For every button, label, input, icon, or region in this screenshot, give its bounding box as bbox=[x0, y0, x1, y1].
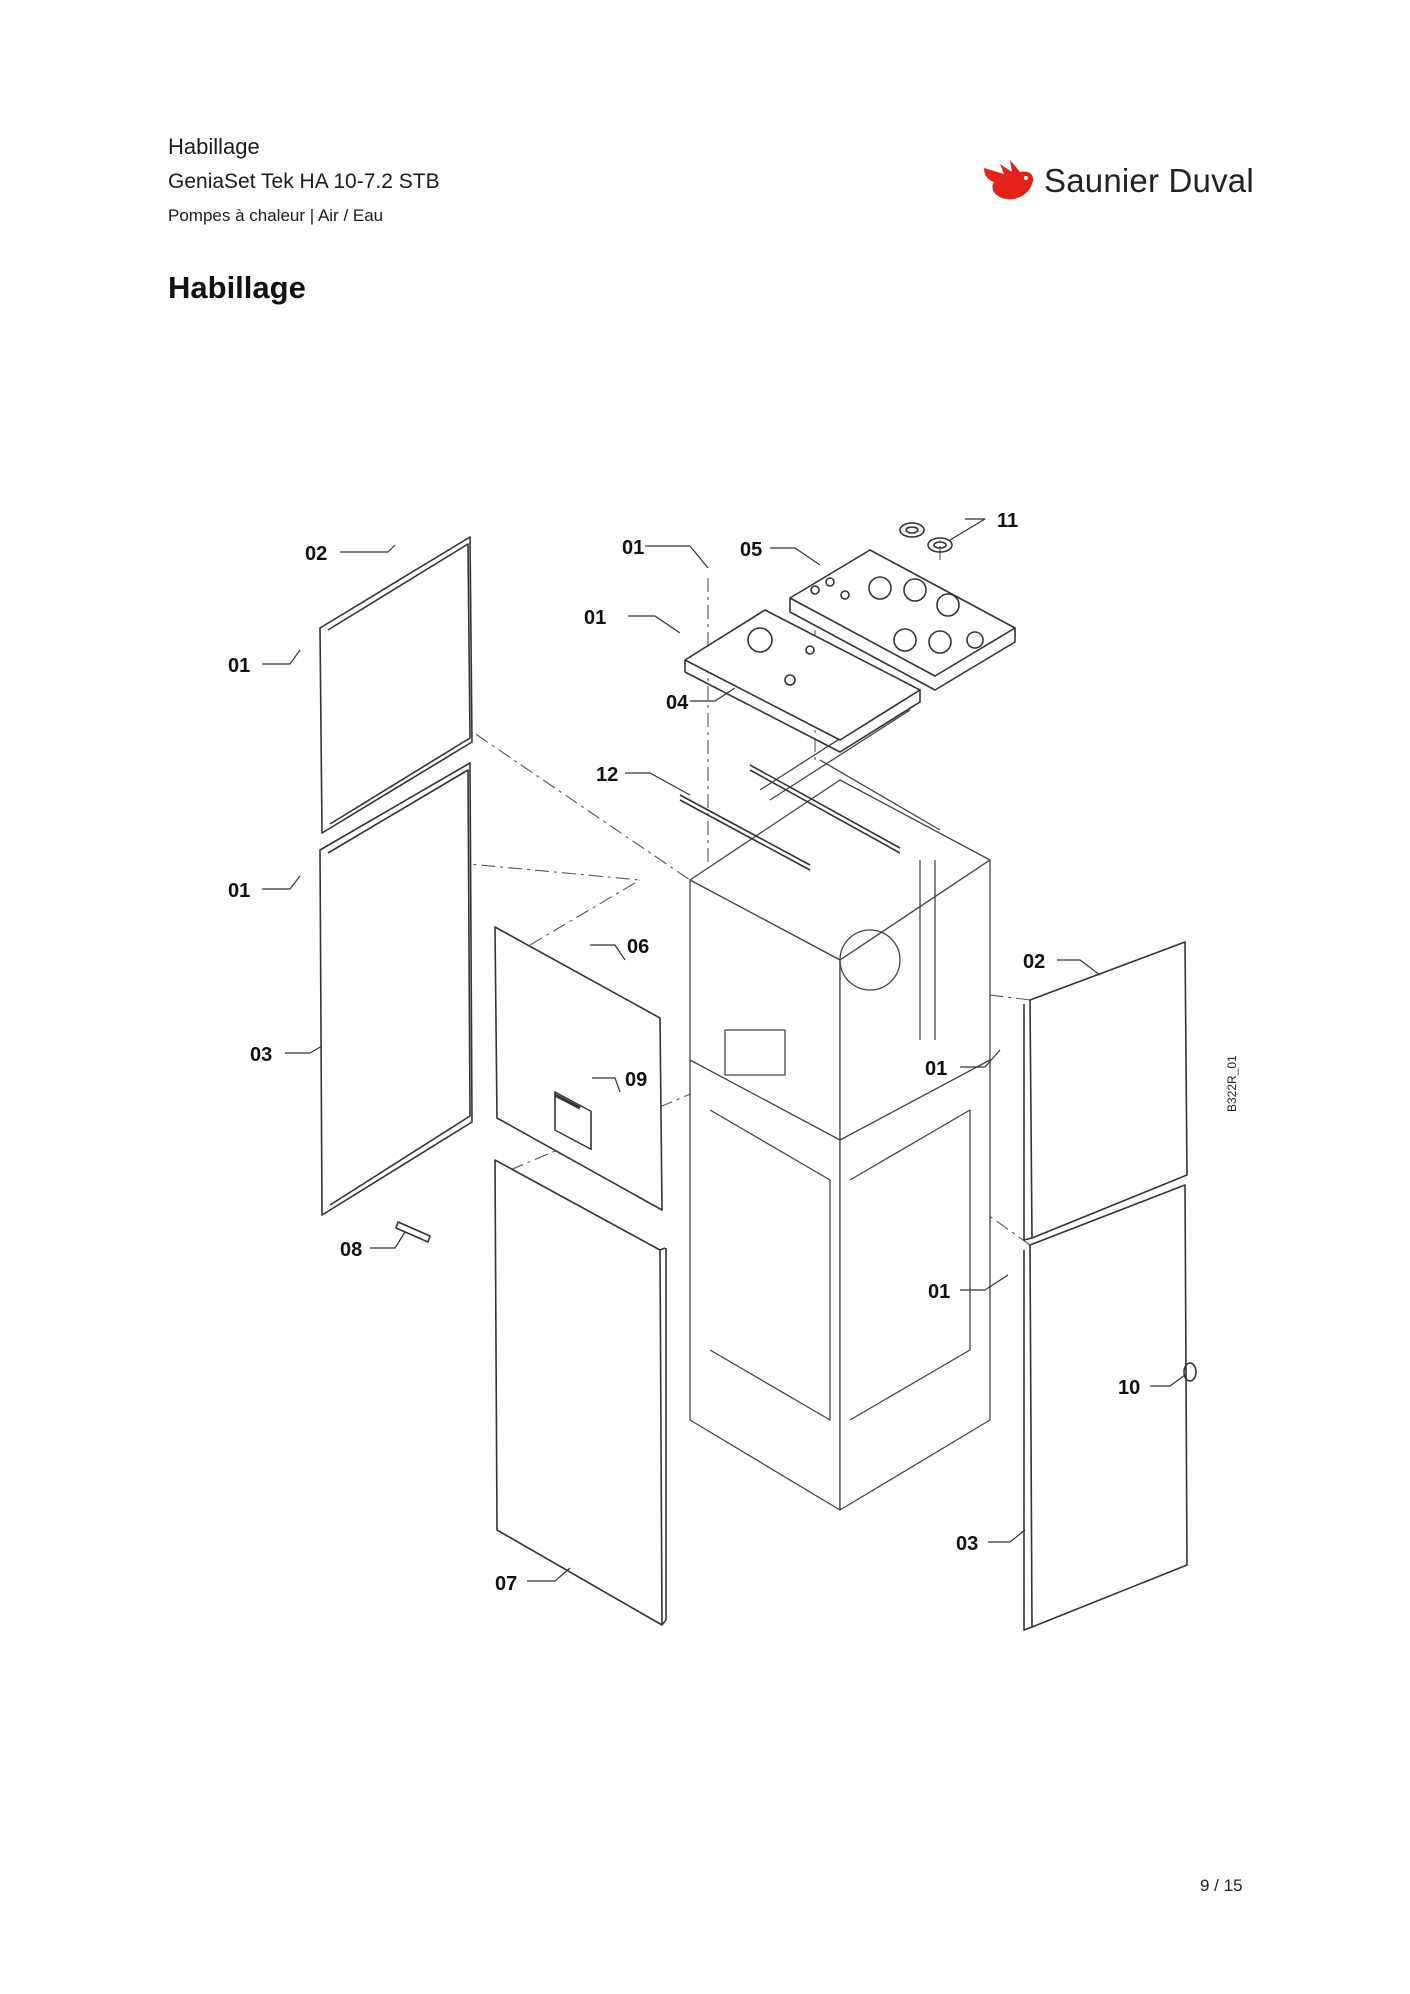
bird-logo-icon bbox=[984, 160, 1034, 200]
callout-02-left: 02 bbox=[305, 543, 327, 565]
side-panel-lower-left bbox=[319, 762, 473, 1216]
callout-01-right-b: 01 bbox=[928, 1281, 950, 1303]
brand-logo: Saunier Duval bbox=[980, 158, 1254, 204]
doc-category: Pompes à chaleur | Air / Eau bbox=[168, 206, 384, 225]
panel-handle bbox=[395, 1221, 431, 1243]
callout-01-mid-left: 01 bbox=[228, 880, 250, 902]
callout-01-top-left: 01 bbox=[228, 655, 250, 677]
callout-08: 08 bbox=[340, 1239, 362, 1261]
cable-rail bbox=[679, 764, 901, 871]
unit-frame bbox=[689, 699, 991, 1511]
callout-01-right-a: 01 bbox=[925, 1058, 947, 1080]
connection-cap bbox=[899, 522, 953, 553]
callout-09: 09 bbox=[625, 1069, 647, 1091]
callout-10: 10 bbox=[1118, 1377, 1140, 1399]
callout-07: 07 bbox=[495, 1573, 517, 1595]
part-callouts: 01 02 01 03 08 06 09 07 01 05 11 01 04 1… bbox=[228, 510, 1140, 1595]
callout-12: 12 bbox=[596, 764, 618, 786]
callout-03-right: 03 bbox=[956, 1533, 978, 1555]
side-panel-lower-right bbox=[1023, 1184, 1188, 1631]
front-panel-lower bbox=[494, 1159, 667, 1626]
page-title: Habillage bbox=[168, 270, 306, 305]
front-panel-upper bbox=[494, 926, 663, 1211]
callout-11: 11 bbox=[997, 510, 1018, 532]
doc-section-label: Habillage bbox=[168, 134, 260, 159]
top-connection-plate bbox=[789, 549, 1016, 691]
callout-02-right: 02 bbox=[1023, 951, 1045, 973]
side-panel-upper-right bbox=[1023, 941, 1188, 1241]
callout-05: 05 bbox=[740, 539, 762, 561]
callout-04: 04 bbox=[666, 692, 689, 714]
doc-model-name: GeniaSet Tek HA 10-7.2 STB bbox=[168, 170, 440, 193]
plug-cap bbox=[1183, 1362, 1197, 1382]
callout-06: 06 bbox=[627, 936, 649, 958]
top-cover-plate bbox=[684, 609, 921, 753]
callout-01-top-a: 01 bbox=[622, 537, 644, 559]
page-number: 9 / 15 bbox=[1200, 1876, 1243, 1895]
brand-name: Saunier Duval bbox=[1044, 162, 1254, 199]
side-panel-upper-left bbox=[319, 536, 473, 834]
drawing-reference: B322R_01 bbox=[1225, 1055, 1239, 1112]
callout-01-top-b: 01 bbox=[584, 607, 606, 629]
callout-03-left: 03 bbox=[250, 1044, 272, 1066]
